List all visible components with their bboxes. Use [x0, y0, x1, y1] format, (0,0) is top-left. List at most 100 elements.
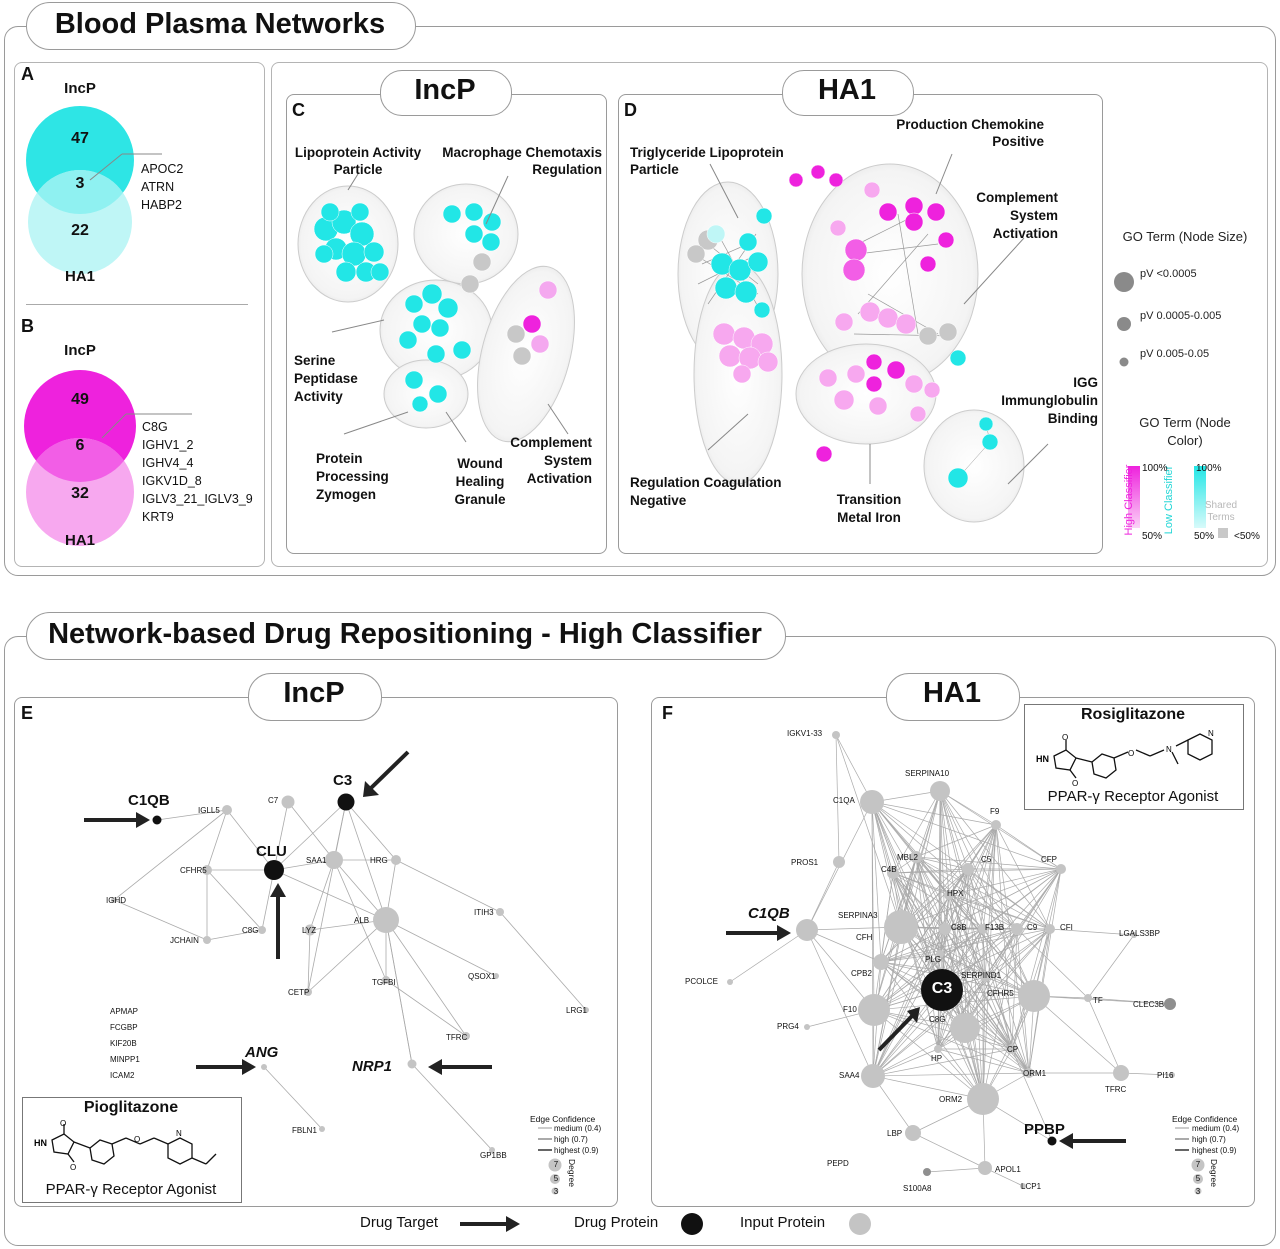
network-edge: [900, 824, 997, 928]
edge-legend-medium-f: medium (0.4): [1192, 1124, 1240, 1133]
network-node: [1056, 864, 1066, 874]
panel-d-tab-label: HA1: [817, 74, 876, 106]
network-edge: [1016, 928, 1089, 999]
go-label-complement-d: Complement System Activation: [976, 190, 1058, 241]
low-pct-50: 50%: [1194, 531, 1215, 542]
venn-a-shared: 3: [75, 175, 85, 192]
network-edge: [964, 928, 1051, 1029]
target-c3-f: C3: [931, 980, 953, 997]
network-edge: [937, 824, 997, 1050]
node-label-lyz: LYZ: [302, 926, 317, 935]
legend-drug-target-label: Drug Target: [360, 1214, 439, 1231]
network-node: [1131, 932, 1137, 938]
network-edge: [964, 868, 969, 1029]
network-edge: [939, 790, 969, 870]
network-node: [1020, 1183, 1026, 1189]
size-legend-small: [1119, 357, 1129, 367]
panel-e-drug-proteins: [152, 793, 355, 880]
network-edge: [995, 824, 1051, 930]
protein-label: HABP2: [141, 198, 182, 212]
network-edge: [967, 868, 1030, 1074]
legend-drug-target-arrow: [460, 1216, 520, 1232]
degree-5-e: 5: [553, 1174, 559, 1183]
node-label-hpx: HPX: [947, 889, 964, 898]
drug-protein-ppbp: [1047, 1136, 1057, 1146]
network-edge: [937, 1048, 1030, 1074]
node-label-lcp1: LCP1: [1021, 1182, 1042, 1191]
network-edge: [806, 929, 875, 1011]
panel-c-network: [297, 173, 575, 443]
network-node: [980, 972, 990, 982]
venn-a-only-incp: 47: [71, 130, 89, 147]
edge-legend-title-f: Edge Confidence: [1172, 1114, 1238, 1124]
panel-c-tab: [380, 70, 512, 116]
node-label-f13b: F13B: [985, 923, 1005, 932]
network-edge: [939, 790, 1018, 930]
network-node: [796, 919, 818, 941]
node-label-hrg: HRG: [370, 856, 388, 865]
network-edge: [964, 868, 1062, 1029]
panel-e-edge-legend: [538, 1127, 552, 1151]
network-node: [967, 1083, 999, 1115]
network-node: [950, 1013, 980, 1043]
network-edge: [871, 801, 874, 1077]
node-label-orm2: ORM2: [939, 1095, 963, 1104]
pioglitazone-name: Pioglitazone: [83, 1099, 179, 1116]
network-node: [991, 820, 1001, 830]
panel-d-tab: [782, 70, 914, 116]
network-node: [910, 851, 922, 863]
node-label-clec3b: CLEC3B: [1133, 1000, 1165, 1009]
go-label-wound: Wound Healing Granule: [454, 456, 506, 507]
network-edge: [939, 953, 986, 978]
network-edge: [871, 801, 902, 928]
network-edge: [880, 961, 986, 978]
degree-7-f: 7: [1195, 1160, 1201, 1169]
node-label-cfi: CFI: [1060, 923, 1073, 932]
node-label-tgfbi: TGFBI: [372, 978, 396, 987]
atom-o: O: [60, 1119, 66, 1128]
network-edge: [873, 824, 997, 1011]
protein-label: IGKV1D_8: [142, 474, 202, 488]
go-label-regulation: Regulation Coagulation Negative: [630, 475, 782, 508]
network-edge: [871, 801, 882, 963]
network-edge: [1033, 995, 1122, 1074]
protein-label: IGLV3_21_IGLV3_9: [142, 492, 253, 506]
pioglitazone-box: [22, 1097, 242, 1203]
node-label-c4b: C4B: [881, 865, 897, 874]
venn-panel-box: [14, 62, 265, 567]
high-classifier-label: High Classifier: [1123, 464, 1135, 536]
go-label-macrophage: Macrophage Chemotaxis Regulation: [442, 145, 602, 177]
node-label-saa4: SAA4: [839, 1071, 860, 1080]
network-edge: [1011, 1048, 1053, 1142]
go-network-panel-box: [271, 62, 1268, 567]
panel-e-tab: [248, 673, 382, 721]
cluster-transition: [795, 343, 937, 445]
node-label-lbp: LBP: [887, 1129, 903, 1138]
network-node: [858, 994, 890, 1026]
panel-f-edge-legend: [1175, 1127, 1189, 1151]
node-label-serpina10: SERPINA10: [905, 769, 950, 778]
rosiglitazone-class: PPAR-γ Receptor Agonist: [1047, 788, 1219, 805]
node-label-pros1: PROS1: [791, 858, 819, 867]
network-edge: [835, 734, 873, 803]
node-label-pepd: PEPD: [827, 1159, 849, 1168]
protein-label: APOC2: [141, 162, 184, 176]
size-legend-medium: [1117, 317, 1131, 331]
network-node: [978, 924, 988, 934]
shared-terms-swatch: [1218, 528, 1228, 538]
triglyceride-nodes: [686, 207, 773, 319]
node-label-jchain: JCHAIN: [170, 936, 199, 945]
edge-legend-highest-e: highest (0.9): [554, 1146, 599, 1155]
network-edge: [835, 734, 840, 863]
degree-5-f: 5: [1195, 1174, 1201, 1183]
legend-input-protein-marker: [849, 1213, 871, 1235]
node-label-c1qa: C1QA: [833, 796, 855, 805]
network-edge: [939, 790, 1051, 930]
venn-b-bottom-label: HA1: [64, 532, 95, 549]
node-label-lrg1: LRG1: [566, 1006, 587, 1015]
panel-f-tab: [886, 673, 1020, 721]
network-edge: [872, 1027, 966, 1077]
network-edge: [892, 790, 941, 874]
network-edge: [1011, 928, 1018, 1050]
regulation-nodes: [712, 322, 779, 384]
